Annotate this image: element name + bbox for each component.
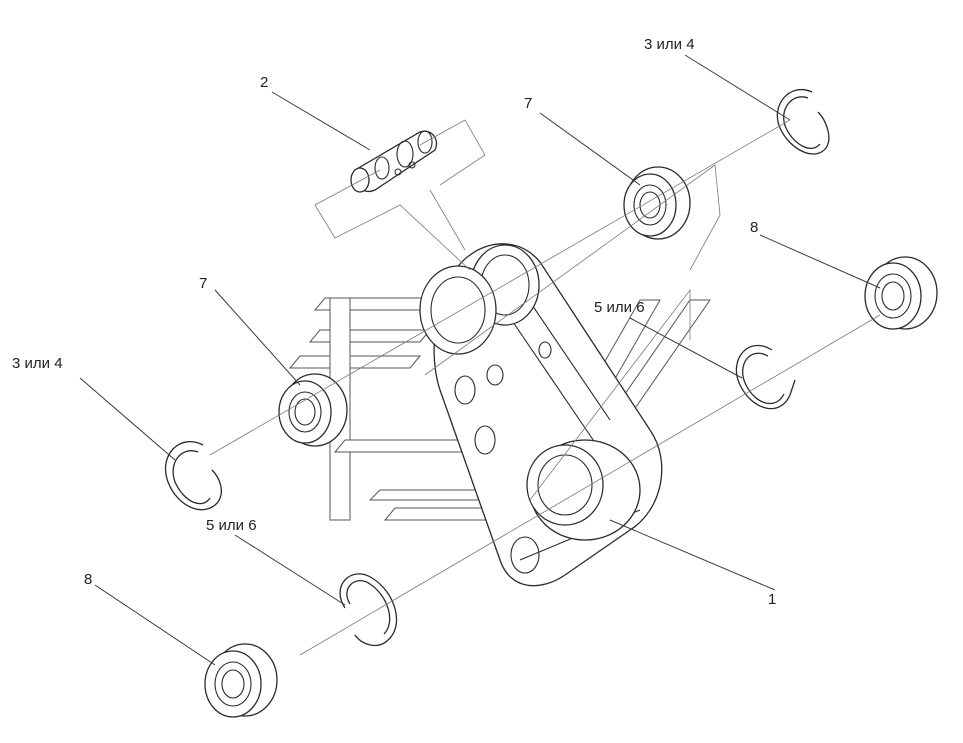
callout-bearing7-top: 7 [524, 95, 532, 112]
callout-bearing7-left: 7 [199, 275, 207, 292]
callout-bearing8-left: 8 [84, 571, 92, 588]
callout-labels: 2 3 или 4 7 7 3 или 4 8 5 или 6 5 или 6 … [12, 36, 776, 608]
bearing-7-left [278, 373, 348, 447]
circlip-right [735, 344, 796, 410]
callout-2: 2 [260, 74, 268, 91]
leader-lines [79, 54, 881, 666]
lever-body-part [419, 243, 663, 587]
callout-ring-left: 3 или 4 [12, 355, 63, 372]
callout-1: 1 [768, 591, 776, 608]
retaining-ring-top [776, 89, 830, 155]
bearing-8-left [204, 643, 278, 718]
callout-clip-left: 5 или 6 [206, 517, 257, 534]
circlip-left [339, 573, 398, 647]
pin-part [314, 119, 486, 271]
bearing-8-right [864, 256, 938, 330]
callout-clip-right: 5 или 6 [594, 299, 645, 316]
assembly-axis-lines [209, 119, 881, 656]
callout-bearing8-right: 8 [750, 219, 758, 236]
bearing-7-top [623, 166, 691, 240]
retaining-ring-left [164, 441, 222, 511]
callout-ring-top: 3 или 4 [644, 36, 695, 53]
